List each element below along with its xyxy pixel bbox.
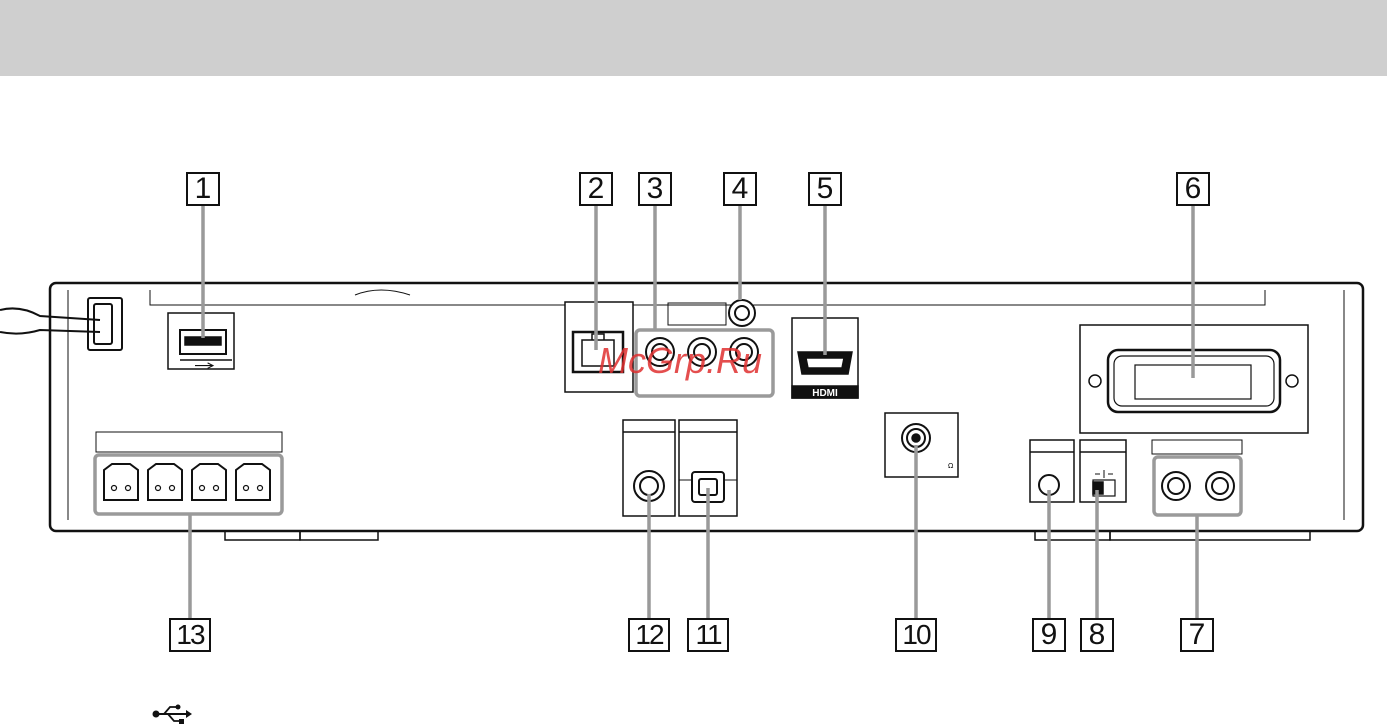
video-out-jack (729, 300, 755, 326)
antenna-ohm-label: Ω (948, 462, 954, 470)
callout-5: 5 (808, 172, 842, 206)
callout-1: 1 (186, 172, 220, 206)
callout-7: 7 (1180, 618, 1214, 652)
hdmi-logo: HDMI (812, 388, 838, 399)
audio-in-jacks (1152, 440, 1242, 515)
watermark: McGrp.Ru (598, 340, 762, 382)
callout-3: 3 (638, 172, 672, 206)
power-cord (0, 298, 122, 350)
callout-10: 10 (895, 618, 937, 652)
callout-13: 13 (169, 618, 211, 652)
am-antenna-jack (1030, 440, 1074, 502)
leader-lines (190, 205, 1197, 620)
callout-8: 8 (1080, 618, 1114, 652)
callout-4: 4 (723, 172, 757, 206)
callout-12: 12 (628, 618, 670, 652)
usb-port (168, 313, 234, 369)
selector-switch (1080, 440, 1126, 502)
usb-icon (150, 704, 194, 724)
callout-2: 2 (579, 172, 613, 206)
callout-9: 9 (1032, 618, 1066, 652)
callout-6: 6 (1176, 172, 1210, 206)
speaker-connectors (95, 432, 282, 514)
callout-11: 11 (687, 618, 729, 652)
